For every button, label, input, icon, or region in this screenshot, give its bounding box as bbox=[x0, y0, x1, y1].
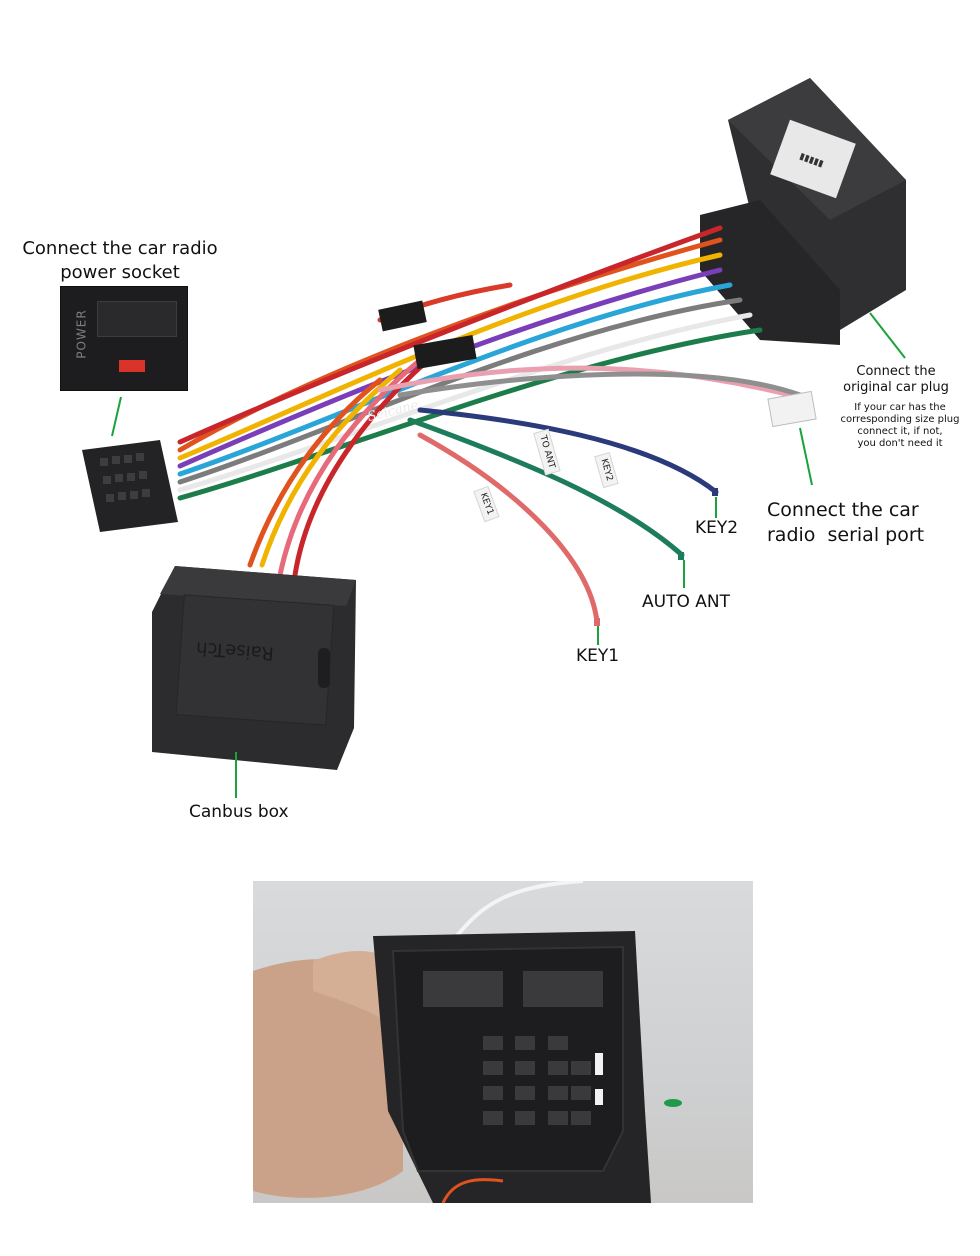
hand bbox=[253, 959, 403, 1198]
original-plug-note-line3: connect it, if not, bbox=[857, 426, 943, 437]
original-plug-callout-line2: original car plug bbox=[843, 380, 949, 395]
original-plug-note-line2: corresponding size plug bbox=[840, 414, 960, 425]
original-car-plug: ▮▮▮▮▮ bbox=[700, 78, 906, 345]
callout-lines bbox=[111, 312, 906, 798]
wiring-harness-illustration: ▮▮▮▮▮ bbox=[82, 78, 906, 798]
auto-ant-wire-tip bbox=[678, 552, 684, 560]
canbus-box-label: Canbus box bbox=[189, 802, 289, 822]
white-key-2 bbox=[595, 1089, 603, 1105]
original-plug-callout: Connect the original car plug bbox=[830, 364, 962, 396]
power-socket-callout-line2: power socket bbox=[60, 262, 180, 283]
key1-label: KEY1 bbox=[576, 646, 620, 666]
socket-red-latch bbox=[119, 360, 145, 372]
small-connectors bbox=[378, 300, 477, 370]
wire-bundle bbox=[177, 225, 803, 625]
white-key-1 bbox=[595, 1053, 603, 1075]
connector-photo-art bbox=[253, 881, 682, 1203]
socket-pin-block bbox=[97, 301, 177, 337]
bottom-wires bbox=[441, 1178, 504, 1203]
serial-port-callout-line1: Connect the car bbox=[767, 499, 919, 521]
canbus-box bbox=[152, 566, 356, 770]
serial-port-callout: Connect the car radio serial port bbox=[767, 498, 924, 548]
radio-harness-plug bbox=[82, 440, 178, 532]
serial-port-callout-line2: radio serial port bbox=[767, 524, 925, 546]
power-socket-label: POWER bbox=[74, 309, 89, 359]
original-plug-note-line4: you don't need it bbox=[857, 438, 943, 449]
key2-wire-tip bbox=[712, 488, 718, 496]
power-socket-inset: POWER bbox=[60, 286, 188, 391]
connector-photo bbox=[253, 881, 753, 1203]
power-socket-callout: Connect the car radio power socket bbox=[20, 237, 220, 285]
original-plug-note-line1: If your car has the bbox=[854, 402, 946, 413]
key2-label: KEY2 bbox=[695, 518, 739, 538]
original-plug-note: If your car has the corresponding size p… bbox=[834, 402, 966, 450]
power-socket-callout-line1: Connect the car radio bbox=[22, 238, 218, 259]
serial-port-connector bbox=[767, 390, 817, 428]
connector-pins bbox=[423, 971, 603, 1125]
original-plug-callout-line1: Connect the bbox=[856, 364, 936, 379]
auto-ant-label: AUTO ANT bbox=[642, 592, 730, 612]
green-marker bbox=[664, 1099, 682, 1107]
white-cable bbox=[451, 881, 584, 943]
key1-wire-tip bbox=[594, 618, 600, 626]
